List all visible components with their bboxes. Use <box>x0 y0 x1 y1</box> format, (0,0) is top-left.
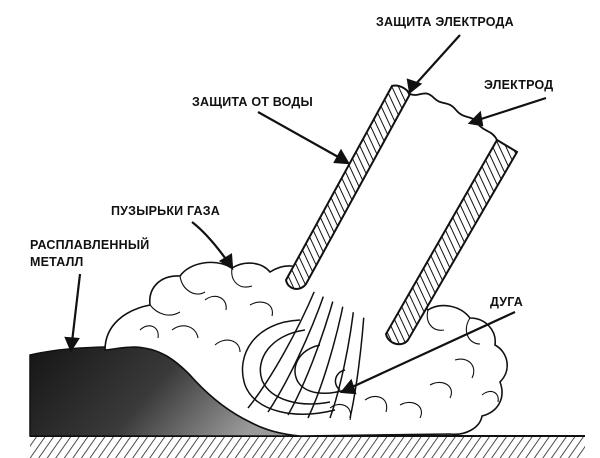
electrode-coating-left <box>284 84 412 290</box>
label-water-protection: ЗАЩИТА ОТ ВОДЫ <box>192 95 313 109</box>
label-molten-metal-line1: РАСПЛАВЛЕННЫЙ <box>30 238 150 252</box>
base-plate <box>30 435 585 458</box>
leader-arrows <box>64 34 547 395</box>
electrode <box>284 84 519 346</box>
label-electrode-coating: ЗАЩИТА ЭЛЕКТРОДА <box>376 15 514 29</box>
label-molten-metal-line2: МЕТАЛЛ <box>30 255 84 269</box>
electrode-coating-right <box>384 138 519 346</box>
label-gas-bubbles: ПУЗЫРЬКИ ГАЗА <box>111 204 221 218</box>
label-electrode: ЭЛЕКТРОД <box>484 78 554 92</box>
label-arc: ДУГА <box>490 295 523 309</box>
